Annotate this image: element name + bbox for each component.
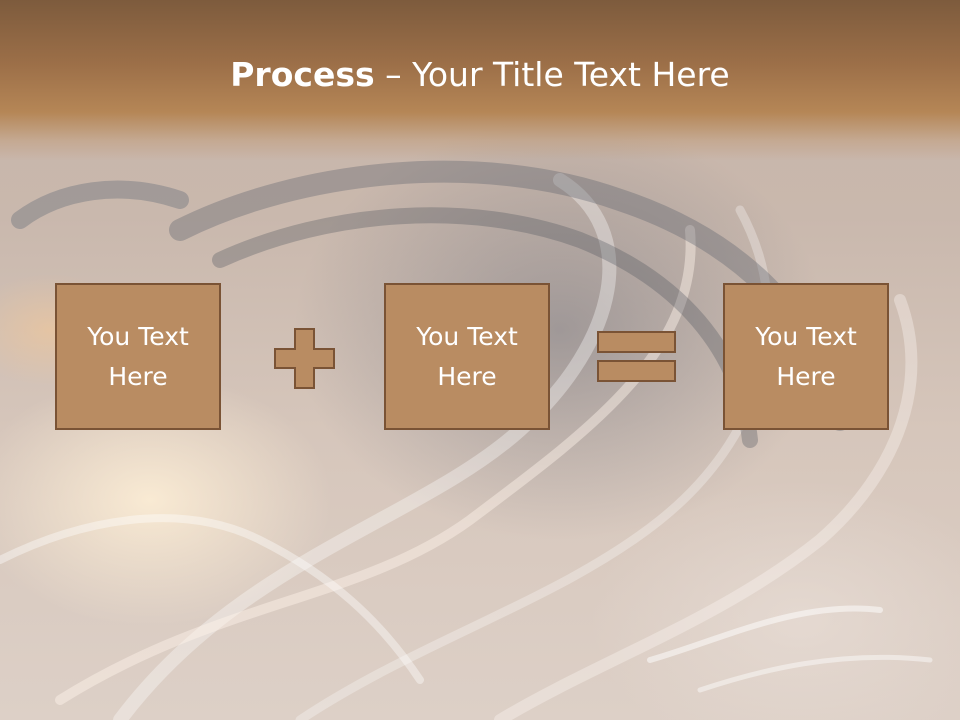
title-band bbox=[0, 0, 960, 160]
process-box-2[interactable]: You Text Here bbox=[384, 283, 550, 430]
equals-icon bbox=[597, 331, 676, 382]
title-rest: – Your Title Text Here bbox=[374, 55, 730, 94]
title-bold: Process bbox=[230, 55, 375, 94]
plus-icon bbox=[274, 328, 335, 389]
process-box-3[interactable]: You Text Here bbox=[723, 283, 889, 430]
process-box-1[interactable]: You Text Here bbox=[55, 283, 221, 430]
slide-title: Process – Your Title Text Here bbox=[0, 50, 960, 100]
process-box-2-label: You Text Here bbox=[416, 321, 518, 391]
process-box-1-label: You Text Here bbox=[87, 321, 189, 391]
process-box-3-label: You Text Here bbox=[755, 321, 857, 391]
